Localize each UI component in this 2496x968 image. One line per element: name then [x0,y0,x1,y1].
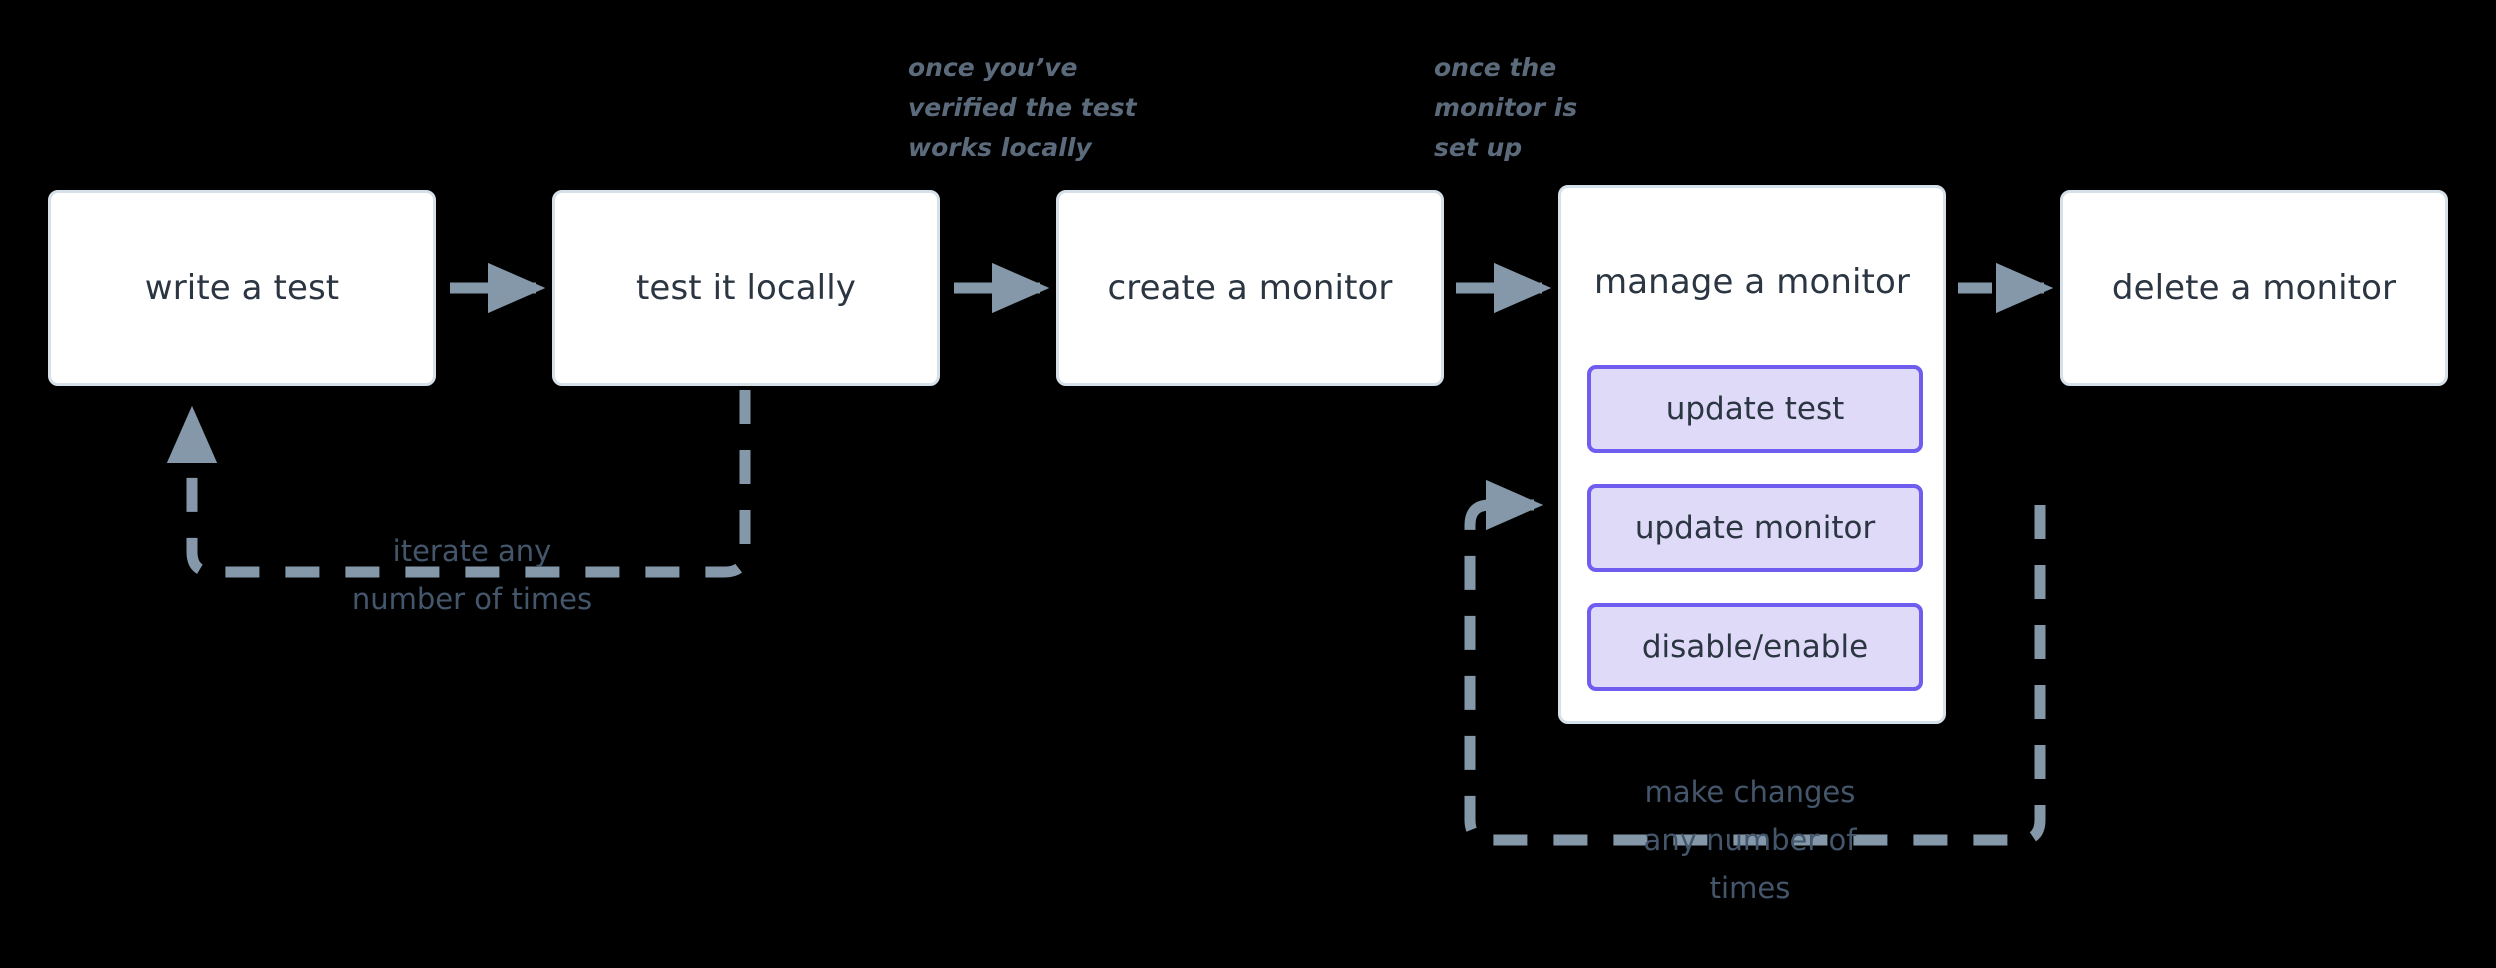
subnode-label-disable-enable: disable/enable [1641,629,1869,665]
node-test-it-locally[interactable]: test it locally [552,190,940,386]
annotation-monitor-set-up: once the monitor is set up [1434,53,1578,162]
node-create-a-monitor[interactable]: create a monitor [1056,190,1444,386]
node-label-write-a-test: write a test [144,268,340,308]
node-manage-a-monitor[interactable]: manage a monitor update test update moni… [1558,185,1946,724]
node-delete-a-monitor[interactable]: delete a monitor [2060,190,2448,386]
node-label-test-it-locally: test it locally [636,268,856,308]
node-label-manage-a-monitor: manage a monitor [1594,262,1910,302]
annotation-verified-the-test: once you’ve verified the test works loca… [908,53,1137,162]
node-label-delete-a-monitor: delete a monitor [2111,268,2397,308]
subnode-label-update-test: update test [1665,391,1845,427]
subnode-update-monitor[interactable]: update monitor [1587,484,1923,572]
node-write-a-test[interactable]: write a test [48,190,436,386]
subnode-update-test[interactable]: update test [1587,365,1923,453]
subnode-label-update-monitor: update monitor [1634,510,1876,546]
iterate-loop-caption: iterate any number of times [351,534,593,616]
subnode-disable-enable[interactable]: disable/enable [1587,603,1923,691]
node-label-create-a-monitor: create a monitor [1107,268,1393,308]
make-changes-loop-caption: make changes any number of times [1643,775,1857,905]
